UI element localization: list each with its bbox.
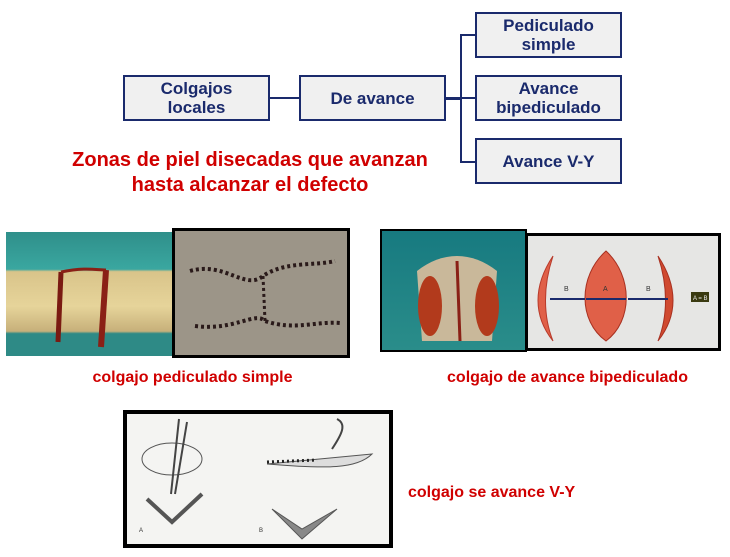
connector	[270, 97, 299, 99]
node-avance-vy: Avance V-Y	[475, 138, 622, 184]
connector	[460, 161, 475, 163]
photo-bipediculado-1	[380, 229, 527, 352]
label-b: B	[564, 286, 569, 293]
node-label: Avance	[518, 79, 579, 98]
node-de-avance: De avance	[299, 75, 446, 121]
description-text: Zonas de piel disecadas que avanzan hasta…	[40, 148, 460, 198]
photo-pediculado-simple-1	[6, 232, 174, 356]
description-line: Zonas de piel disecadas que avanzan	[72, 149, 428, 171]
figure-bipediculado-diagram: B A B A = B	[525, 233, 721, 351]
label-fig-a: A	[139, 528, 143, 534]
caption-bipediculado: colgajo de avance bipediculado	[447, 369, 688, 386]
node-label: Avance V-Y	[502, 151, 595, 171]
node-label: Colgajos	[160, 79, 233, 98]
node-label: locales	[167, 98, 226, 117]
label-a: A	[603, 286, 608, 293]
photo-pediculado-simple-2	[172, 228, 350, 358]
connector	[460, 97, 475, 99]
label-a-equals-b: A = B	[693, 296, 708, 302]
figure-vy-drawing: A B	[123, 410, 393, 548]
node-label: De avance	[330, 88, 415, 108]
connector	[460, 34, 475, 36]
node-label: simple	[521, 35, 576, 54]
description-line: hasta alcanzar el defecto	[131, 174, 369, 196]
connector	[446, 97, 461, 100]
caption-pediculado-simple: colgajo pediculado simple	[92, 369, 293, 386]
node-label: Pediculado	[503, 16, 594, 35]
label-b: B	[646, 286, 651, 293]
caption-vy: colgajo se avance V-Y	[408, 484, 576, 501]
node-label: bipediculado	[496, 98, 601, 117]
label-fig-b: B	[259, 528, 263, 534]
